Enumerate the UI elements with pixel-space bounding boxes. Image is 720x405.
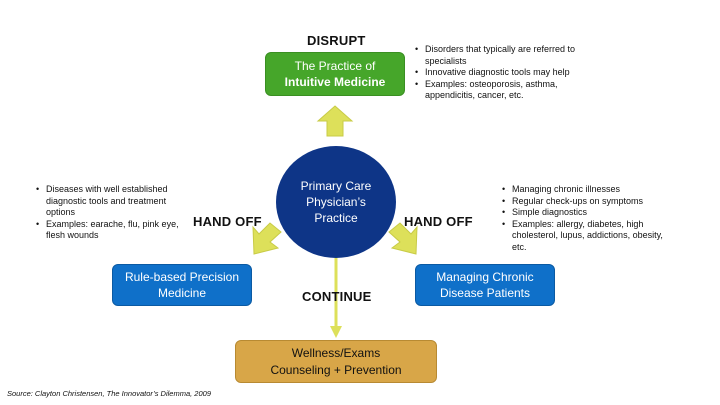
hand-off-right-label: HAND OFF (404, 214, 473, 229)
intuitive-medicine-box: The Practice of Intuitive Medicine (265, 52, 405, 96)
top-note-item: Examples: osteoporosis, asthma, appendic… (415, 79, 605, 102)
right-note-item: Simple diagnostics (502, 207, 672, 219)
top-note-item: Disorders that typically are referred to… (415, 44, 605, 67)
left-box-line-2: Medicine (157, 286, 207, 300)
hand-off-left-arrow (252, 222, 282, 255)
center-line-3: Practice (314, 211, 358, 225)
top-box-line-2: Intuitive Medicine (284, 75, 386, 89)
continue-label: CONTINUE (302, 289, 372, 304)
right-box-line-1: Managing Chronic (436, 270, 534, 284)
center-line-2: Physician’s (306, 195, 366, 209)
left-note-item: Diseases with well established diagnosti… (36, 184, 196, 219)
hand-off-right-arrow (388, 222, 418, 255)
top-box-line-1: The Practice of (294, 59, 376, 73)
wellness-box: Wellness/Exams Counseling + Prevention (235, 340, 437, 383)
precision-medicine-box: Rule-based Precision Medicine (112, 264, 252, 306)
left-note-item: Examples: earache, flu, pink eye, flesh … (36, 219, 196, 242)
left-box-line-1: Rule-based Precision (124, 270, 240, 284)
right-note-item: Managing chronic illnesses (502, 184, 672, 196)
primary-care-circle: Primary Care Physician’s Practice (276, 146, 396, 258)
center-line-1: Primary Care (300, 179, 372, 193)
hand-off-left-label: HAND OFF (193, 214, 262, 229)
disrupt-label: DISRUPT (307, 33, 366, 48)
top-notes: Disorders that typically are referred to… (413, 44, 605, 102)
bottom-box-line-2: Counseling + Prevention (270, 362, 402, 377)
right-box-line-2: Disease Patients (439, 286, 531, 300)
up-arrow (316, 105, 354, 137)
source-citation: Source: Clayton Christensen, The Innovat… (7, 389, 211, 398)
left-notes: Diseases with well established diagnosti… (34, 184, 196, 242)
right-note-item: Regular check-ups on symptoms (502, 196, 672, 208)
top-note-item: Innovative diagnostic tools may help (415, 67, 605, 79)
right-notes: Managing chronic illnesses Regular check… (500, 184, 672, 253)
bottom-box-line-1: Wellness/Exams (291, 345, 381, 360)
chronic-disease-box: Managing Chronic Disease Patients (415, 264, 555, 306)
right-note-item: Examples: allergy, diabetes, high choles… (502, 219, 672, 254)
continue-arrow-head (330, 326, 342, 338)
